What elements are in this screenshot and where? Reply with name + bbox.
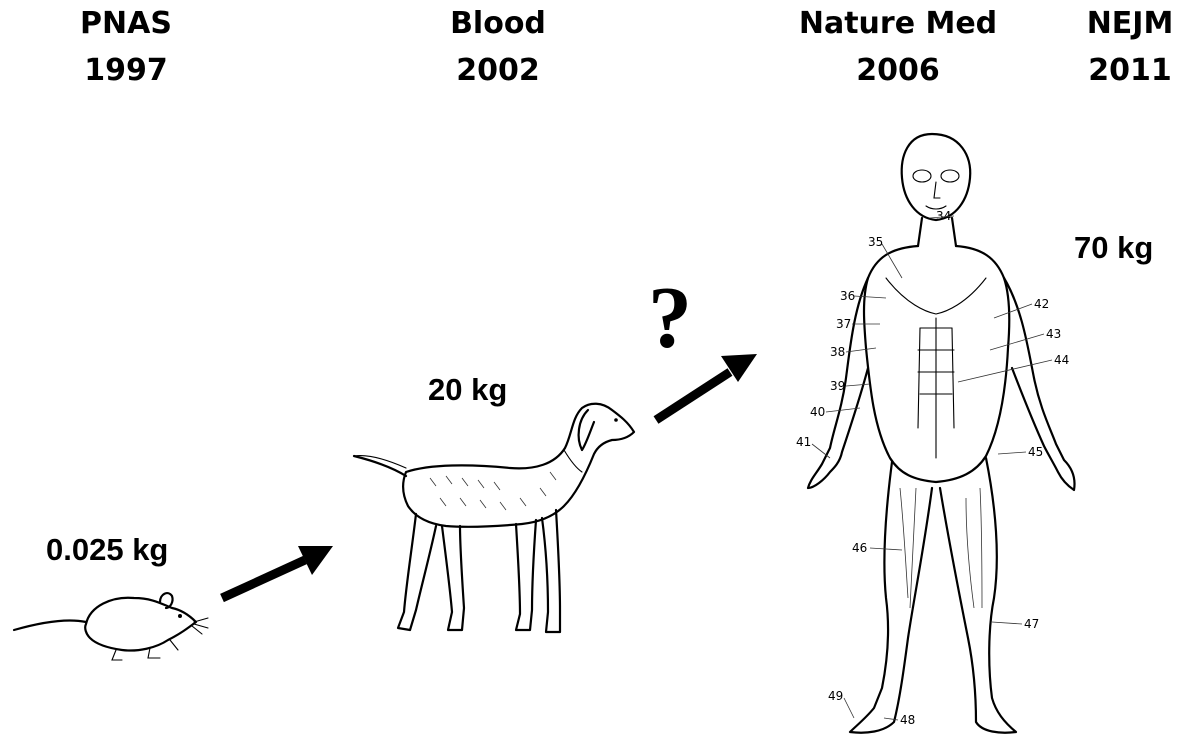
mouse-weight-label: 0.025 kg	[46, 532, 168, 568]
journal-name: Nature Med	[798, 0, 998, 47]
anatomy-label: 37	[836, 317, 851, 331]
journal-header-nejm: NEJM 2011	[1080, 0, 1180, 94]
journal-year: 1997	[66, 47, 186, 94]
anatomy-label: 44	[1054, 353, 1069, 367]
anatomy-label: 45	[1028, 445, 1043, 459]
journal-header-nature-med: Nature Med 2006	[798, 0, 998, 94]
anatomy-label: 38	[830, 345, 845, 359]
journal-header-blood: Blood 2002	[438, 0, 558, 94]
question-mark: ?	[648, 268, 692, 369]
human-muscle-anatomy-icon: 34 35 36 37 38 39 40 41 42 43 44 45 46 4…	[790, 128, 1090, 748]
anatomy-label: 39	[830, 379, 845, 393]
anatomy-label: 36	[840, 289, 855, 303]
anatomy-label: 49	[828, 689, 843, 703]
anatomy-label: 42	[1034, 297, 1049, 311]
journal-header-pnas: PNAS 1997	[66, 0, 186, 94]
anatomy-label: 46	[852, 541, 867, 555]
anatomy-label: 35	[868, 235, 883, 249]
journal-name: NEJM	[1080, 0, 1180, 47]
journal-name: PNAS	[66, 0, 186, 47]
anatomy-label: 34	[936, 209, 951, 223]
anatomy-number-labels: 34 35 36 37 38 39 40 41 42 43 44 45 46 4…	[796, 209, 1069, 727]
journal-year: 2011	[1080, 47, 1180, 94]
journal-name: Blood	[438, 0, 558, 47]
anatomy-label: 48	[900, 713, 915, 727]
journal-year: 2006	[798, 47, 998, 94]
anatomy-label: 41	[796, 435, 811, 449]
journal-year: 2002	[438, 47, 558, 94]
dog-icon	[350, 398, 650, 658]
mouse-icon	[12, 588, 212, 668]
anatomy-label: 40	[810, 405, 825, 419]
anatomy-label: 43	[1046, 327, 1061, 341]
anatomy-label: 47	[1024, 617, 1039, 631]
